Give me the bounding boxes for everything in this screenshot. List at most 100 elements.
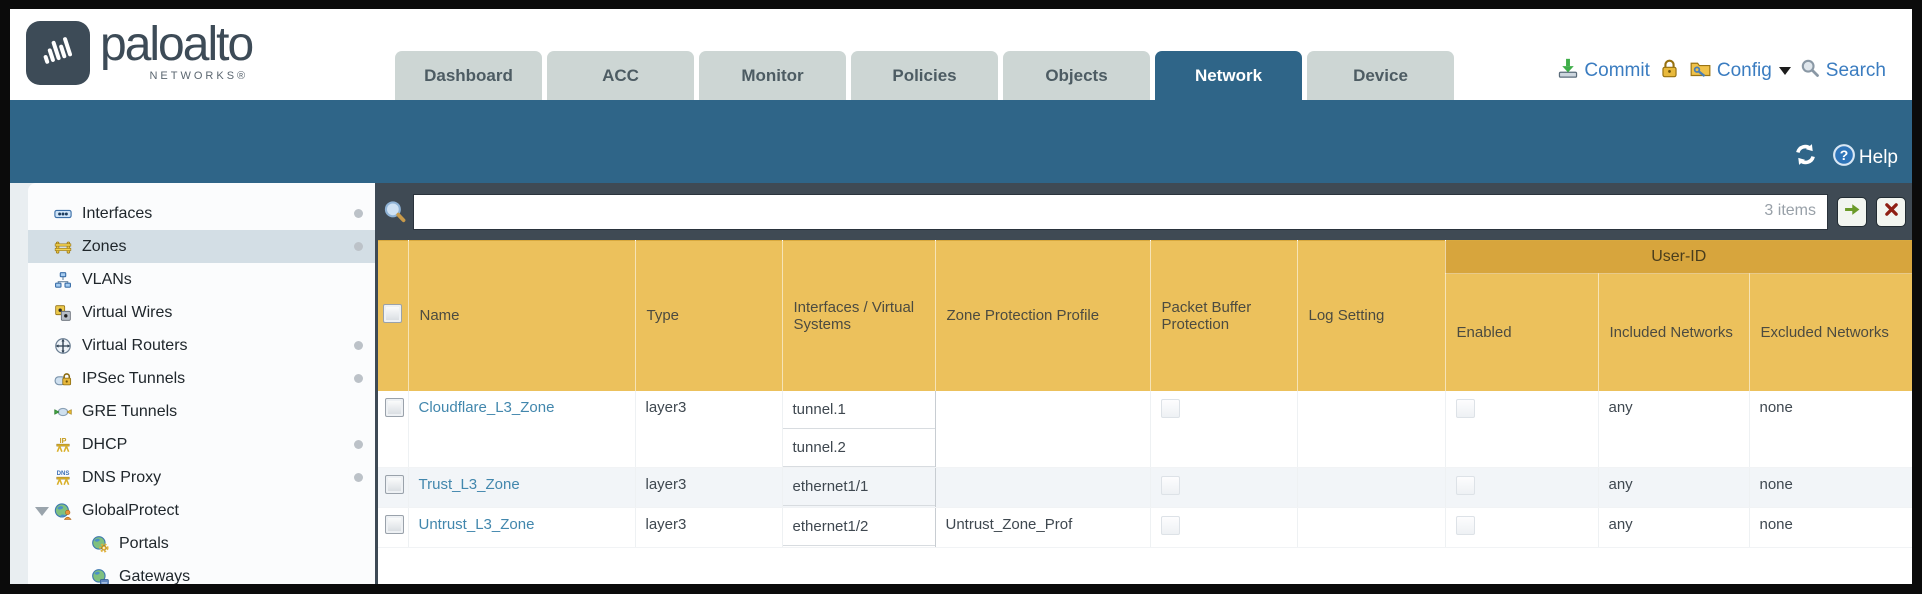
included-networks-cell: any (1598, 467, 1750, 508)
zone-name-link[interactable]: Trust_L3_Zone (418, 475, 520, 493)
brand-sub: NETWORKS® (149, 70, 249, 82)
svg-text:DNS: DNS (57, 471, 70, 477)
packet-buffer-checkbox[interactable] (1160, 475, 1180, 495)
zones-icon (53, 238, 73, 256)
svg-text:?: ? (1840, 147, 1849, 163)
column-header-zone-protection-profile[interactable]: Zone Protection Profile (935, 240, 1151, 391)
tab-objects[interactable]: Objects (1003, 51, 1150, 100)
tab-acc[interactable]: ACC (547, 51, 694, 100)
tab-device[interactable]: Device (1307, 51, 1454, 100)
row-checkbox[interactable] (385, 397, 404, 417)
row-select-cell (378, 390, 409, 468)
row-checkbox[interactable] (385, 514, 404, 534)
column-group-user-id: User-ID (1445, 240, 1912, 274)
user-id-enabled-checkbox[interactable] (1455, 398, 1475, 418)
portals-icon (90, 535, 110, 553)
refresh-icon (1793, 142, 1818, 173)
sidebar-item-virtual-wires[interactable]: Virtual Wires (28, 296, 375, 329)
help-button[interactable]: ? Help (1832, 143, 1898, 173)
packet-buffer-protection-cell (1150, 467, 1298, 508)
sidebar-item-gateways[interactable]: Gateways (28, 560, 375, 584)
expander-icon[interactable] (35, 507, 49, 516)
column-header-log-setting[interactable]: Log Setting (1297, 240, 1446, 391)
sidebar-item-gre-tunnels[interactable]: GRE Tunnels (28, 395, 375, 428)
packet-buffer-protection-cell (1150, 507, 1298, 548)
row-select-cell (378, 507, 409, 548)
user-id-enabled-cell (1445, 507, 1599, 548)
user-id-enabled-checkbox[interactable] (1455, 515, 1475, 535)
packet-buffer-checkbox[interactable] (1160, 515, 1180, 535)
zone-protection-profile-cell (935, 390, 1151, 468)
lock-icon (1659, 58, 1680, 85)
column-header-excluded-networks[interactable]: Excluded Networks (1749, 273, 1912, 391)
column-header-enabled[interactable]: Enabled (1445, 273, 1599, 391)
column-header-type[interactable]: Type (635, 240, 783, 391)
lock-button[interactable] (1659, 58, 1680, 85)
column-header-included-networks[interactable]: Included Networks (1598, 273, 1750, 391)
status-dot-icon (354, 440, 363, 449)
included-networks-cell: any (1598, 507, 1750, 548)
zone-protection-profile-cell (935, 467, 1151, 508)
sidebar-item-globalprotect[interactable]: GlobalProtect (28, 494, 375, 527)
select-all-checkbox[interactable] (383, 304, 403, 324)
tab-policies[interactable]: Policies (851, 51, 998, 100)
filter-bar: 3 items (378, 183, 1912, 240)
sidebar-item-portals[interactable]: Portals (28, 527, 375, 560)
log-setting-cell (1297, 390, 1446, 468)
zone-name-cell: Cloudflare_L3_Zone (408, 390, 636, 468)
paloalto-logo: paloalto NETWORKS® (26, 18, 254, 85)
select-all-header (378, 240, 409, 391)
zone-name-cell: Untrust_L3_Zone (408, 507, 636, 548)
tab-dashboard[interactable]: Dashboard (395, 51, 542, 100)
sidebar-item-virtual-routers[interactable]: Virtual Routers (28, 329, 375, 362)
excluded-networks-cell: none (1749, 390, 1912, 468)
zone-interfaces-cell: ethernet1/2 (781, 507, 936, 548)
zone-name-link[interactable]: Cloudflare_L3_Zone (418, 398, 555, 416)
gre-tunnels-icon (53, 403, 73, 421)
tab-monitor[interactable]: Monitor (699, 51, 846, 100)
clear-filter-button[interactable] (1876, 196, 1906, 227)
status-dot-icon (354, 473, 363, 482)
brand-name: paloalto (100, 18, 254, 71)
user-id-enabled-checkbox[interactable] (1455, 475, 1475, 495)
filter-input[interactable] (413, 193, 1828, 230)
sidebar-item-interfaces[interactable]: Interfaces (28, 197, 375, 230)
items-count: 3 items (1764, 201, 1816, 219)
zone-interfaces-cell: ethernet1/1 (781, 467, 936, 508)
config-menu-button[interactable]: Config (1689, 58, 1791, 85)
commit-icon (1557, 57, 1579, 85)
status-dot-icon (354, 341, 363, 350)
sidebar-item-ipsec-tunnels[interactable]: IPSec Tunnels (28, 362, 375, 395)
column-header-name[interactable]: Name (408, 240, 636, 391)
global-search-button[interactable]: Search (1800, 58, 1886, 85)
row-checkbox[interactable] (385, 474, 404, 494)
status-dot-icon (354, 242, 363, 251)
ipsec-tunnels-icon (53, 370, 73, 388)
refresh-button[interactable] (1793, 142, 1818, 173)
status-dot-icon (354, 209, 363, 218)
sidebar-item-vlans[interactable]: VLANs (28, 263, 375, 296)
column-header-packet-buffer-protection[interactable]: Packet Buffer Protection (1150, 240, 1298, 391)
zone-name-link[interactable]: Untrust_L3_Zone (418, 515, 535, 533)
zone-type-cell: layer3 (635, 390, 783, 468)
tab-network[interactable]: Network (1155, 51, 1302, 100)
zone-protection-profile-cell: Untrust_Zone_Prof (935, 507, 1151, 548)
commit-button[interactable]: Commit (1557, 57, 1650, 85)
sidebar-item-zones[interactable]: Zones (28, 230, 375, 263)
virtual-routers-icon (53, 337, 73, 355)
virtual-wires-icon (53, 304, 73, 322)
packet-buffer-checkbox[interactable] (1160, 398, 1180, 418)
apply-filter-button[interactable] (1837, 196, 1867, 227)
close-icon (1884, 202, 1899, 222)
dhcp-icon: IP (53, 436, 73, 454)
column-header-interfaces[interactable]: Interfaces / Virtual Systems (782, 240, 936, 391)
